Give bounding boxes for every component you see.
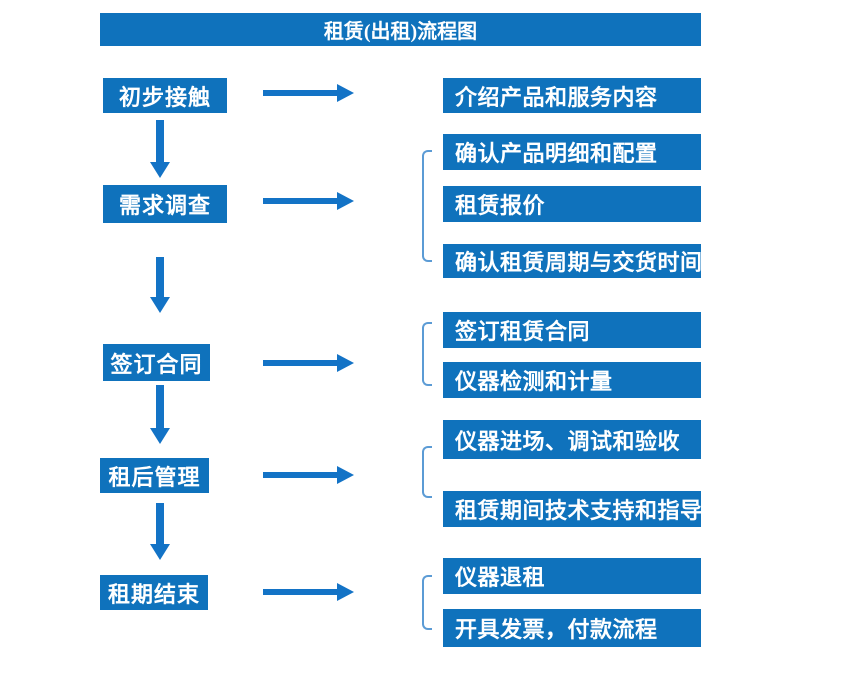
arrow-head <box>337 583 354 601</box>
detail-box-instrument-return: 仪器退租 <box>443 558 701 594</box>
arrow-stem <box>263 360 339 366</box>
arrow-stem <box>263 198 339 204</box>
down-arrow-icon <box>150 503 170 560</box>
right-arrow-icon <box>263 583 354 601</box>
detail-box-invoice-payment: 开具发票，付款流程 <box>443 609 701 647</box>
detail-box-technical-support: 租赁期间技术支持和指导 <box>443 491 702 527</box>
arrow-head <box>337 354 354 372</box>
arrow-head <box>337 466 354 484</box>
detail-box-confirm-rental-period: 确认租赁周期与交货时间 <box>443 244 702 278</box>
arrow-stem <box>156 120 164 165</box>
detail-box-instrument-installation: 仪器进场、调试和验收 <box>443 420 701 459</box>
right-arrow-icon <box>263 354 354 372</box>
right-arrow-icon <box>263 84 354 102</box>
down-arrow-icon <box>150 257 170 313</box>
arrow-head <box>150 162 170 178</box>
detail-box-rental-quote: 租赁报价 <box>443 186 701 222</box>
detail-box-introduce-products: 介绍产品和服务内容 <box>443 78 701 113</box>
arrow-stem <box>156 385 164 431</box>
detail-box-instrument-inspection: 仪器检测和计量 <box>443 362 701 398</box>
stage-box-sign-contract: 签订合同 <box>103 344 210 381</box>
arrow-stem <box>156 503 164 547</box>
arrow-head <box>150 297 170 313</box>
stage-box-initial-contact: 初步接触 <box>103 78 227 113</box>
arrow-head <box>150 428 170 444</box>
detail-box-sign-rental-contract: 签订租赁合同 <box>443 312 701 348</box>
stage-box-lease-end: 租期结束 <box>100 575 208 610</box>
group-bracket-icon <box>422 150 432 262</box>
arrow-head <box>337 192 354 210</box>
arrow-stem <box>263 472 339 478</box>
group-bracket-icon <box>422 446 432 498</box>
right-arrow-icon <box>263 192 354 210</box>
arrow-stem <box>263 589 339 595</box>
arrow-head <box>150 544 170 560</box>
stage-box-post-rental-management: 租后管理 <box>100 458 209 493</box>
down-arrow-icon <box>150 385 170 444</box>
group-bracket-icon <box>422 575 432 630</box>
arrow-stem <box>263 90 339 96</box>
detail-box-confirm-product-details: 确认产品明细和配置 <box>443 134 701 170</box>
down-arrow-icon <box>150 120 170 178</box>
flowchart-title: 租赁(出租)流程图 <box>100 13 701 46</box>
stage-box-demand-survey: 需求调查 <box>103 185 227 223</box>
group-bracket-icon <box>422 322 432 386</box>
arrow-head <box>337 84 354 102</box>
right-arrow-icon <box>263 466 354 484</box>
arrow-stem <box>156 257 164 300</box>
